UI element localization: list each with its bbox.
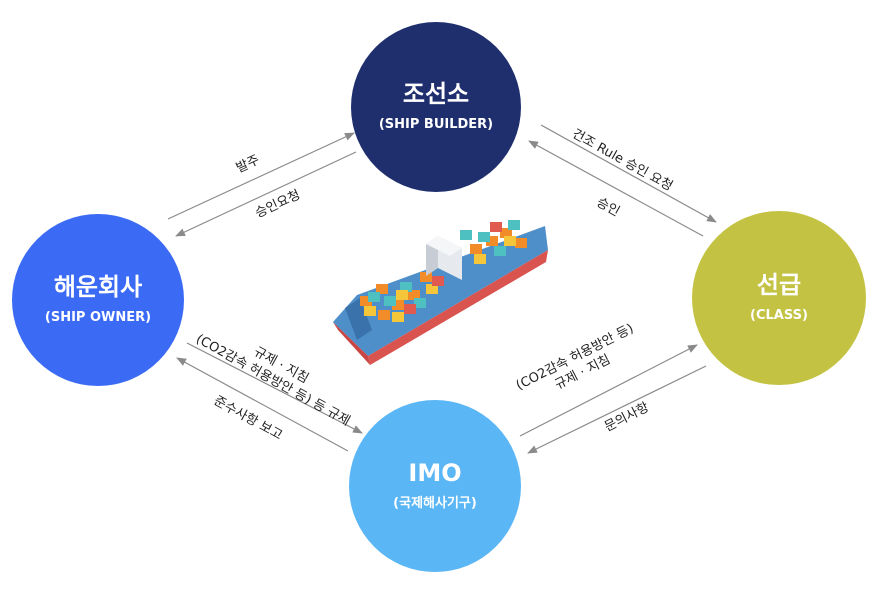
node-subtitle: (SHIP BUILDER) bbox=[378, 117, 494, 132]
arrow-builder-to-owner bbox=[175, 151, 357, 237]
node-title: 조선소 bbox=[402, 80, 470, 108]
node-title: 선급 bbox=[756, 271, 802, 299]
arrow-owner-to-imo bbox=[186, 342, 363, 434]
node-class: 선급 (CLASS) bbox=[692, 211, 866, 385]
node-ship-owner: 해운회사 (SHIP OWNER) bbox=[12, 214, 184, 386]
arrow-builder-to-class bbox=[540, 124, 717, 223]
container-ship-icon bbox=[333, 220, 548, 365]
node-title: 해운회사 bbox=[53, 273, 143, 301]
arrow-class-to-imo bbox=[527, 365, 707, 454]
node-subtitle: (CLASS) bbox=[750, 308, 808, 323]
node-imo: IMO (국제해사기구) bbox=[349, 400, 521, 572]
node-ship-builder: 조선소 (SHIP BUILDER) bbox=[351, 22, 521, 192]
arrow-imo-to-owner bbox=[176, 357, 349, 452]
node-title: IMO bbox=[408, 459, 462, 487]
arrow-imo-to-class bbox=[519, 344, 698, 437]
arrow-class-to-builder bbox=[528, 140, 704, 237]
node-subtitle: (국제해사기구) bbox=[393, 496, 477, 511]
node-subtitle: (SHIP OWNER) bbox=[44, 310, 152, 325]
arrow-owner-to-builder bbox=[167, 132, 355, 220]
